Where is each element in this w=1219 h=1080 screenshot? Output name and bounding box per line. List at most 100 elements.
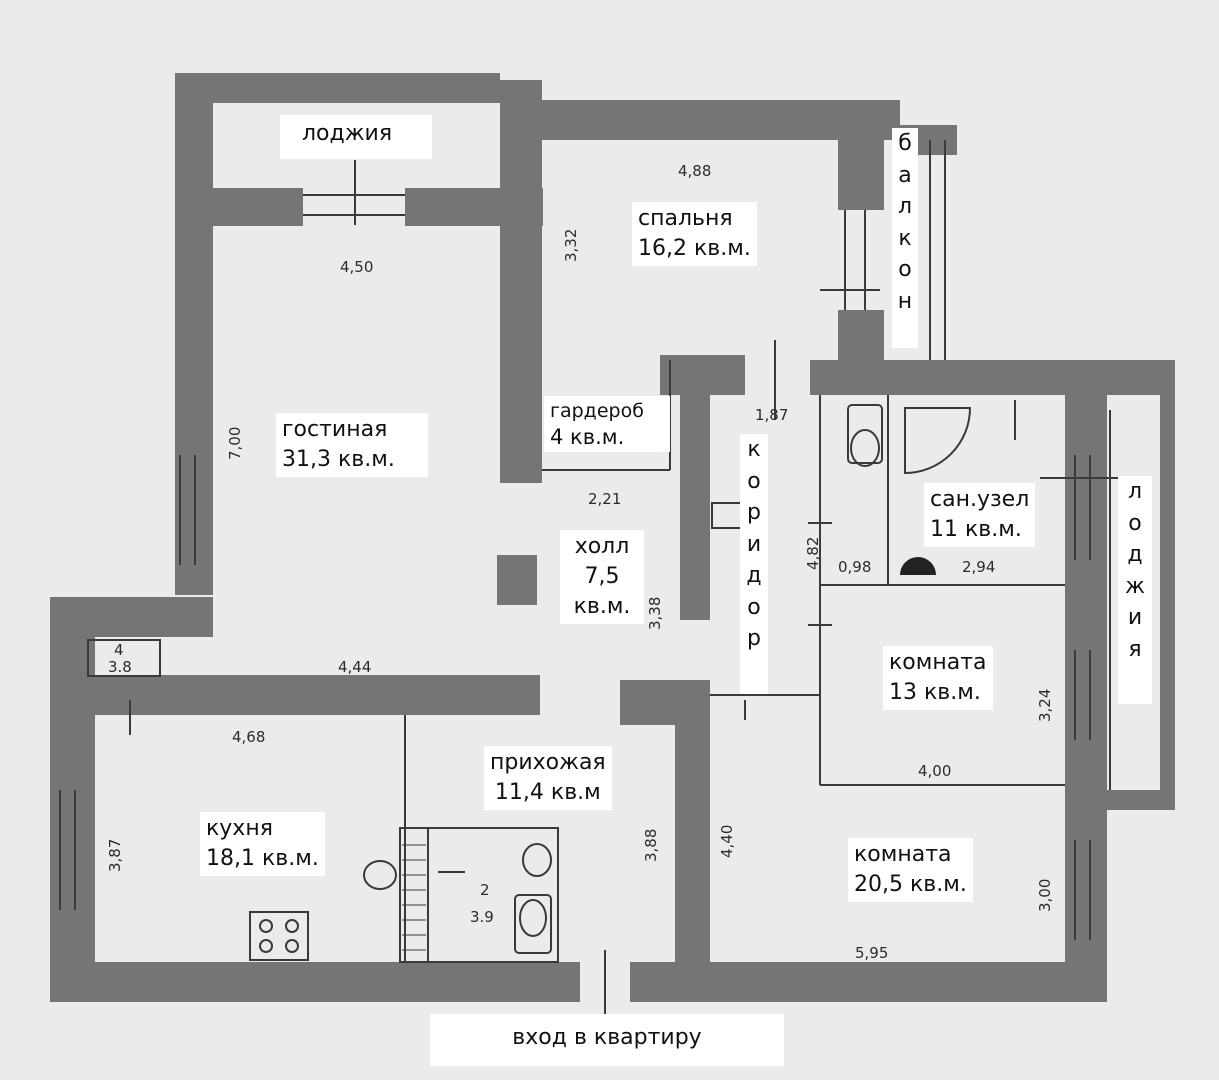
dim-living-bottom: 4,44: [338, 658, 371, 676]
bathroom-label: сан.узел 11 кв.м.: [924, 483, 1036, 547]
vertical-letter: б: [898, 131, 912, 156]
toilet: [514, 894, 552, 954]
sink: [363, 860, 397, 890]
living-room-area: 31,3 кв.м.: [282, 447, 395, 472]
wall: [500, 100, 900, 140]
hall-unit: кв.м.: [573, 594, 631, 619]
wall: [90, 675, 540, 715]
toilet-bowl: [519, 899, 547, 937]
shower-tray: [904, 407, 972, 475]
entry-hall-area: 11,4 кв.м: [494, 780, 601, 805]
bedroom-label: спальня 16,2 кв.м.: [632, 202, 757, 266]
washer-icon: [900, 557, 936, 575]
dim-living-height: 7,00: [226, 427, 244, 460]
room13-name: комната: [889, 650, 987, 675]
wall: [1100, 790, 1170, 810]
vertical-letter: к: [747, 437, 761, 462]
dim-room20-side: 3,00: [1036, 879, 1054, 912]
bedroom-name: спальня: [638, 206, 733, 231]
vertical-letter: и: [1127, 605, 1143, 630]
dim-room20-width: 5,95: [855, 944, 888, 962]
dim-room20-height: 4,40: [718, 825, 736, 858]
dim-kitchen-height: 3,87: [106, 839, 124, 872]
wardrobe-area: 4 кв.м.: [550, 425, 625, 449]
dim-corridor-length: 4,82: [804, 537, 822, 570]
room13-area: 13 кв.м.: [889, 680, 981, 705]
vertical-letter: и: [746, 531, 762, 557]
hall-name: холл: [574, 534, 630, 559]
burner: [285, 919, 299, 933]
dim-room13-width: 4,00: [918, 762, 951, 780]
wall: [630, 962, 1107, 1002]
vertical-letter: н: [897, 288, 913, 314]
loggia-top-label: лоджия: [280, 115, 432, 159]
kitchen-name: кухня: [206, 816, 273, 841]
dim-bedroom-height: 3,32: [562, 229, 580, 262]
dim-bath-small: 0,98: [838, 558, 871, 576]
room20-name: комната: [854, 842, 952, 867]
vertical-letter: р: [747, 500, 761, 525]
wall: [675, 680, 710, 980]
wall: [680, 380, 710, 620]
wall: [497, 555, 537, 605]
bathroom-name: сан.узел: [930, 487, 1030, 512]
vertical-letter: д: [1127, 542, 1143, 567]
bedroom-area: 16,2 кв.м.: [638, 236, 751, 261]
kitchen-label: кухня 18,1 кв.м.: [200, 812, 325, 876]
toilet-bowl: [850, 429, 880, 467]
hall-area: 7,5: [584, 564, 620, 589]
vertical-letter: р: [747, 626, 761, 651]
vertical-letter: а: [898, 162, 912, 188]
wc-size: 3.9: [470, 908, 494, 926]
radiator-ticks: [402, 844, 426, 951]
vertical-letter: о: [1128, 510, 1142, 536]
dim-living-top: 4,50: [340, 258, 373, 276]
wall: [500, 225, 542, 483]
vertical-letter: о: [747, 468, 761, 494]
dim-bedroom-width: 4,88: [678, 162, 711, 180]
living-room-label: гостиная 31,3 кв.м.: [276, 413, 428, 477]
wall: [1160, 395, 1175, 810]
vertical-letter: л: [897, 194, 913, 219]
vertical-letter: ж: [1125, 573, 1145, 599]
loggia-top-text: лоджия: [302, 121, 393, 146]
dim-hall-height: 3,38: [646, 597, 664, 630]
burner: [285, 939, 299, 953]
wc-number: 2: [480, 881, 490, 899]
stove: [249, 911, 309, 961]
dim-kitchen-width: 4,68: [232, 728, 265, 746]
entry-hall-label: прихожая 11,4 кв.м: [484, 746, 612, 810]
entry-hall-name: прихожая: [490, 750, 606, 775]
wardrobe-name: гардероб: [550, 400, 644, 422]
dim-entry-height: 3,88: [642, 829, 660, 862]
walls: [50, 73, 1175, 1002]
pantry-number: 4: [114, 641, 124, 659]
vertical-letter: о: [898, 257, 912, 282]
toilet: [847, 404, 883, 464]
wall: [50, 962, 580, 1002]
room20-area: 20,5 кв.м.: [854, 872, 967, 897]
burner: [259, 919, 273, 933]
vertical-letter: я: [1128, 636, 1142, 662]
pantry: [87, 639, 161, 677]
vertical-letter: о: [747, 594, 761, 620]
dim-room13-height: 3,24: [1036, 689, 1054, 722]
vertical-letter: к: [898, 225, 912, 251]
bathroom-area: 11 кв.м.: [930, 517, 1022, 542]
wall: [1065, 390, 1107, 810]
dim-corridor-width: 1,87: [755, 406, 788, 424]
kitchen-area: 18,1 кв.м.: [206, 846, 319, 871]
thin-lines: [59, 140, 1120, 1015]
room20-label: комната 20,5 кв.м.: [848, 838, 973, 902]
wall: [838, 100, 884, 210]
vertical-letter: д: [746, 563, 762, 588]
living-room-name: гостиная: [282, 417, 388, 442]
hall-label: холл 7,5 кв.м.: [560, 530, 644, 624]
vertical-letter: л: [1127, 479, 1143, 504]
room13-label: комната 13 кв.м.: [883, 646, 993, 710]
wc-room: [427, 827, 559, 963]
pantry-size: 3.8: [108, 658, 132, 676]
